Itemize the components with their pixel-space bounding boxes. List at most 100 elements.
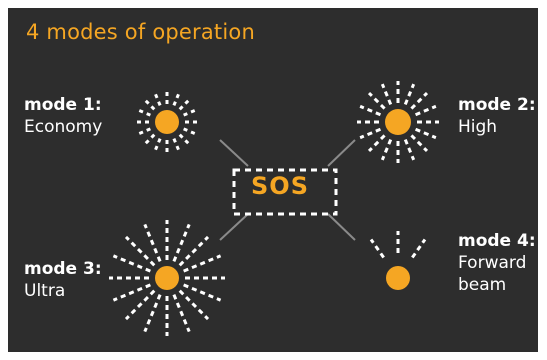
mode3-line1: Ultra — [24, 281, 66, 301]
light-ray — [185, 296, 191, 302]
light-ray — [199, 260, 206, 266]
light-ray — [199, 290, 206, 296]
light-ray — [403, 138, 409, 145]
light-ray — [154, 93, 159, 99]
light-ray — [186, 327, 191, 333]
light-ray — [145, 267, 151, 273]
light-ray — [204, 315, 210, 321]
connector-mode3 — [219, 213, 249, 241]
light-ray — [136, 247, 143, 254]
light-ray — [172, 101, 177, 106]
light-ray — [186, 223, 191, 229]
light-ray — [197, 241, 204, 248]
light-ray — [414, 127, 421, 133]
light-ray — [416, 97, 423, 104]
diagram-panel: 4 modes of operation SOS mode 1: Economy… — [8, 8, 538, 352]
light-ray — [367, 91, 373, 97]
light-core — [155, 266, 179, 290]
light-ray — [124, 315, 130, 321]
light-ray — [423, 147, 429, 153]
light-ray — [149, 239, 155, 246]
light-ray — [373, 140, 380, 147]
mode4-head: mode 4: — [458, 231, 536, 251]
mode3-head: mode 3: — [24, 259, 102, 279]
light-ray — [153, 302, 159, 309]
light-ray — [136, 286, 143, 292]
light-ray — [407, 147, 413, 154]
mode2-label: mode 2: High — [458, 94, 536, 138]
light-ray — [410, 134, 417, 141]
light-ray — [184, 139, 190, 145]
mode4-line2: beam — [458, 275, 507, 295]
light-ray — [150, 133, 156, 139]
light-ray — [183, 283, 189, 289]
light-ray — [128, 260, 135, 266]
light-ray — [410, 155, 416, 161]
light-ray — [175, 302, 181, 309]
sos-dashed-box — [232, 168, 338, 216]
light-ray — [416, 245, 422, 252]
light-ray — [208, 293, 214, 299]
light-ray — [359, 134, 365, 140]
light-ray — [183, 112, 188, 117]
light-ray — [120, 293, 126, 299]
light-ray — [146, 231, 152, 237]
light-ray — [144, 139, 150, 145]
mode2-line1: High — [458, 117, 498, 137]
light-ray — [359, 104, 365, 110]
light-ray — [157, 138, 162, 143]
light-ray — [136, 264, 143, 270]
mode2-light-icon — [357, 81, 439, 163]
light-ray — [175, 145, 180, 151]
light-ray — [191, 302, 198, 309]
light-ray — [149, 260, 156, 267]
light-ray — [183, 267, 189, 273]
light-ray — [379, 134, 386, 141]
light-ray — [144, 99, 150, 105]
light-ray — [423, 107, 430, 113]
light-ray — [150, 105, 156, 111]
light-ray — [190, 109, 196, 114]
light-ray — [149, 310, 155, 317]
light-ray — [172, 294, 178, 300]
light-ray — [184, 99, 190, 105]
light-ray — [154, 145, 159, 151]
mode1-head: mode 1: — [24, 95, 102, 115]
light-ray — [367, 147, 373, 153]
light-ray — [411, 252, 417, 259]
light-ray — [387, 99, 393, 106]
light-ray — [120, 257, 126, 263]
light-ray — [431, 134, 437, 140]
light-ray — [182, 319, 188, 325]
diagram-title: 4 modes of operation — [26, 20, 255, 44]
light-ray — [143, 327, 148, 333]
light-ray — [179, 310, 185, 317]
light-ray — [178, 133, 184, 139]
light-ray — [407, 90, 413, 97]
light-ray — [191, 286, 198, 292]
mode4-label: mode 4: Forward beam — [458, 230, 536, 296]
light-ray — [383, 90, 389, 97]
light-ray — [153, 247, 159, 254]
light-ray — [403, 99, 409, 106]
light-ray — [379, 103, 386, 110]
light-ray — [191, 264, 198, 270]
mode3-light-icon — [109, 220, 225, 336]
light-ray — [146, 319, 152, 325]
light-ray — [369, 238, 375, 244]
light-ray — [423, 91, 429, 97]
mode4-light-icon — [369, 231, 427, 290]
light-ray — [191, 247, 198, 254]
light-ray — [172, 256, 178, 262]
light-ray — [182, 231, 188, 237]
light-ray — [366, 131, 373, 137]
light-ray — [366, 107, 373, 113]
light-ray — [190, 130, 196, 135]
light-ray — [431, 104, 437, 110]
light-ray — [143, 296, 149, 302]
light-ray — [204, 235, 210, 241]
light-ray — [416, 140, 423, 147]
light-ray — [183, 127, 188, 132]
light-ray — [179, 239, 185, 246]
mode2-head: mode 2: — [458, 95, 536, 115]
